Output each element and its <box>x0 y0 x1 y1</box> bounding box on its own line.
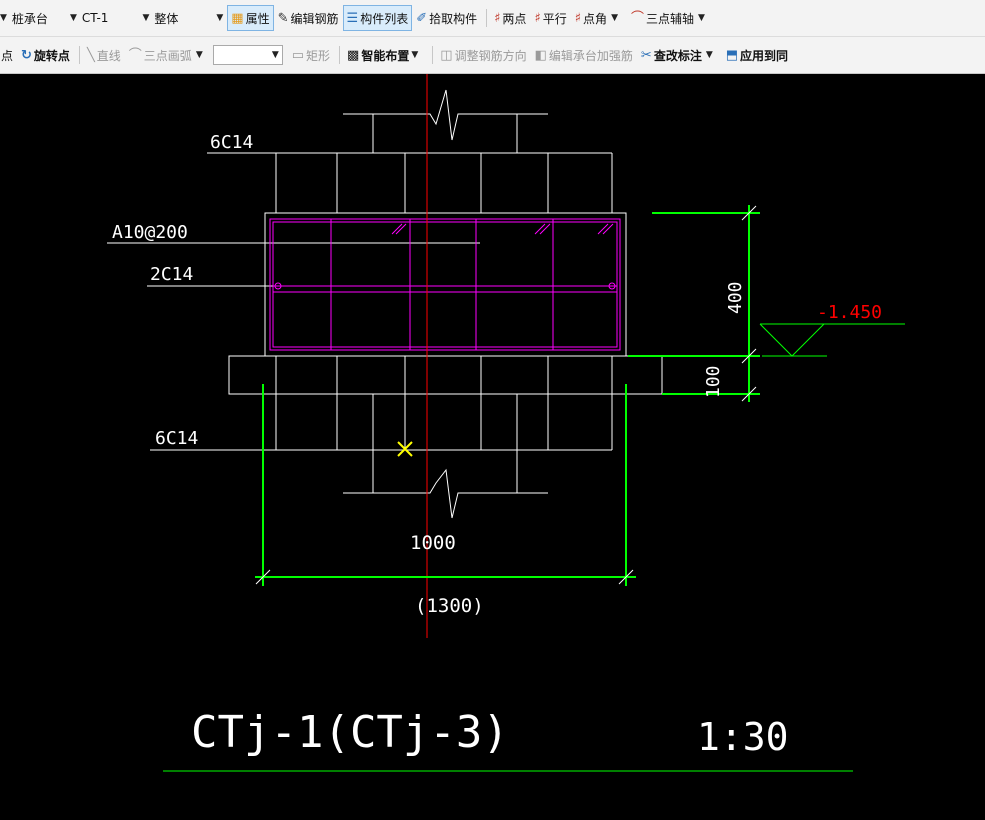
cap-icon: ◧ <box>534 47 547 63</box>
apply-icon: ⬒ <box>725 47 739 63</box>
component-list-button[interactable]: ☰构件列表 <box>342 5 413 31</box>
arc-axis-icon: ⌒ <box>630 10 644 26</box>
eyedropper-icon: ✐ <box>416 10 428 26</box>
cushion-layer <box>228 355 663 395</box>
rebar-cage-inner <box>272 221 618 348</box>
dim-tick-marks <box>255 205 757 585</box>
chevron-down-icon: ▼ <box>142 13 150 23</box>
toolbar-separator <box>78 46 80 64</box>
cad-drawing-canvas[interactable]: 6C14 A10@200 2C14 6C14 400 100 1000 (130… <box>0 74 985 820</box>
toolbar-separator <box>339 46 341 64</box>
angle-icon: ♯ <box>574 10 582 26</box>
dim-height-cushion-label: 100 <box>703 365 724 398</box>
pile-cap-outline <box>264 212 627 357</box>
dim-height-main-label: 400 <box>725 281 746 314</box>
toolbar-separator <box>432 46 434 64</box>
cursor-cross-icon <box>397 441 413 457</box>
drawing-scale: 1:30 <box>697 715 789 759</box>
point-angle-axis-button[interactable]: ♯点角▼ <box>574 10 618 26</box>
rebar-hook-icon <box>597 223 614 235</box>
drawing-title: CTj-1(CTj-3) <box>191 707 509 758</box>
three-point-axis-button[interactable]: ⌒三点辅轴▼ <box>630 10 705 26</box>
edit-rebar-button[interactable]: ✎编辑钢筋 <box>277 10 339 26</box>
label-icon: ✂ <box>640 47 652 63</box>
parallel-axis-button[interactable]: ♯平行 <box>534 10 567 26</box>
chevron-down-icon: ▼ <box>0 13 7 23</box>
draw-mode-combo[interactable]: ▼ <box>212 45 283 65</box>
smart-layout-button[interactable]: ▩智能布置▼ <box>347 47 419 63</box>
rectangle-button[interactable]: ▭矩形 <box>291 47 331 63</box>
chevron-down-icon: ▼ <box>69 13 77 23</box>
rebar-hook-icon <box>391 223 407 235</box>
adjust-rebar-direction-button[interactable]: ◫调整钢筋方向 <box>440 47 527 63</box>
rotate-point-button[interactable]: ↻旋转点 <box>21 47 70 63</box>
dim-width-inner-label: 1000 <box>410 532 456 554</box>
main-toolbar: ▼桩承台 ▼CT-1 ▼整体 ▼ ▦属性 ✎编辑钢筋 ☰构件列表 ✐拾取构件 ♯… <box>0 0 985 37</box>
chevron-down-icon: ▼ <box>195 50 203 60</box>
component-name-dropdown[interactable]: ▼CT-1 <box>69 11 109 25</box>
adjust-icon: ◫ <box>440 47 453 63</box>
check-labels-button[interactable]: ✂查改标注▼ <box>640 47 713 63</box>
chevron-down-icon: ▼ <box>698 13 705 23</box>
edit-cap-reinforcement-button[interactable]: ◧编辑承台加强筋 <box>534 47 633 63</box>
line-button[interactable]: ╲直线 <box>86 47 121 63</box>
chevron-down-icon[interactable]: ▼ <box>216 13 224 23</box>
bottom-bars-label: 6C14 <box>155 428 198 449</box>
toolbar-separator <box>486 9 488 27</box>
elevation-triangle-icon <box>759 323 825 357</box>
rotate-icon: ↻ <box>21 47 32 63</box>
two-points-axis-button[interactable]: ♯两点 <box>494 10 527 26</box>
list-icon: ☰ <box>346 10 359 26</box>
pick-component-button[interactable]: ✐拾取构件 <box>416 10 478 26</box>
top-bars-label: 6C14 <box>210 132 253 153</box>
edit-icon: ✎ <box>277 10 289 26</box>
chevron-down-icon: ▼ <box>411 50 419 60</box>
apply-same-button[interactable]: ⬒应用到同 <box>725 47 789 63</box>
stirrup-label: A10@200 <box>112 222 188 243</box>
properties-button[interactable]: ▦属性 <box>227 5 274 31</box>
column-break-line-bottom <box>343 468 548 519</box>
elevation-label: -1.450 <box>817 302 882 323</box>
rebar-cage-outer <box>269 218 621 351</box>
chevron-down-icon: ▼ <box>611 13 618 23</box>
column-break-line-top <box>343 89 548 141</box>
layer-dropdown[interactable]: ▼整体 <box>142 11 179 26</box>
dim-width-outer-label: (1300) <box>415 595 484 617</box>
point-button[interactable]: 点 <box>1 48 14 63</box>
rebar-hook-icon <box>534 223 551 235</box>
arc-icon: ⌒ <box>128 47 142 63</box>
line-icon: ╲ <box>86 47 95 63</box>
rebar-hook-icon <box>274 282 282 290</box>
properties-icon: ▦ <box>231 10 244 26</box>
axis-icon: ♯ <box>494 10 501 26</box>
rectangle-icon: ▭ <box>291 47 305 63</box>
draw-toolbar: 点 ↻旋转点 ╲直线 ⌒三点画弧▼ ▼ ▭矩形 ▩智能布置▼ ◫调整钢筋方向 ◧… <box>0 37 985 74</box>
chevron-down-icon: ▼ <box>271 50 279 60</box>
parallel-icon: ♯ <box>534 10 541 26</box>
grid-icon: ▩ <box>347 47 360 63</box>
side-bars-label: 2C14 <box>150 264 193 285</box>
chevron-down-icon: ▼ <box>705 50 713 60</box>
rebar-hook-icon <box>608 282 616 290</box>
component-type-dropdown[interactable]: ▼桩承台 <box>0 11 48 26</box>
three-point-arc-button[interactable]: ⌒三点画弧▼ <box>128 47 203 63</box>
